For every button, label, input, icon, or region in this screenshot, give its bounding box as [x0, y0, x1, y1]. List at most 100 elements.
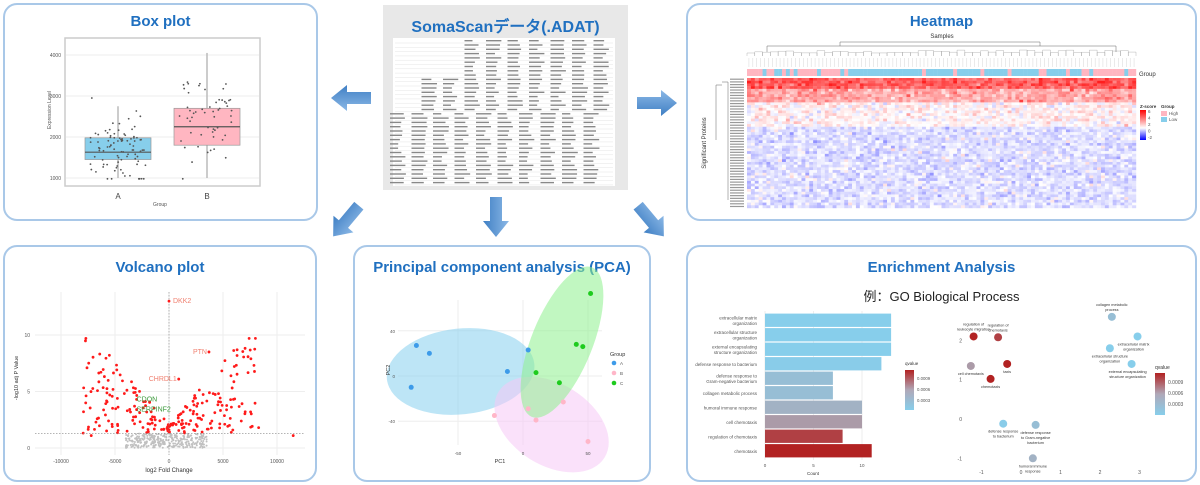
adat-cell	[486, 52, 495, 55]
heatmap-cell	[887, 86, 892, 90]
heatmap-cell	[894, 110, 899, 114]
heatmap-cell	[1073, 113, 1078, 117]
heatmap-cell	[1112, 164, 1117, 168]
heatmap-cell	[972, 107, 977, 111]
heatmap-cell	[813, 180, 818, 184]
heatmap-cell	[1027, 143, 1032, 146]
heatmap-cell	[844, 129, 849, 133]
volcano-title: Volcano plot	[115, 259, 205, 276]
heatmap-cell	[867, 105, 872, 108]
heatmap-cell	[953, 145, 958, 149]
heatmap-cell	[855, 159, 861, 163]
heatmap-cell	[778, 78, 783, 81]
heatmap-cell	[852, 186, 857, 190]
heatmap-cell	[762, 189, 767, 192]
heatmap-cell	[957, 186, 962, 190]
heatmap-cell	[992, 178, 997, 182]
heatmap-cell	[949, 164, 954, 168]
heatmap-cell	[1100, 88, 1106, 92]
heatmap-cell	[778, 105, 783, 108]
heatmap-cell	[859, 129, 864, 133]
heatmap-cell	[925, 156, 931, 160]
heatmap-cell	[774, 186, 779, 190]
heatmap-cell	[762, 178, 767, 182]
heatmap-cell	[1108, 91, 1113, 95]
heatmap-cell	[1120, 175, 1125, 179]
heatmap-cell	[976, 124, 981, 127]
heatmap-cell	[968, 175, 973, 179]
heatmap-cell	[762, 102, 767, 106]
heatmap-cell	[1085, 170, 1090, 173]
jitter-point	[129, 143, 131, 146]
heatmap-cell	[968, 156, 973, 160]
heatmap-cell	[1108, 156, 1113, 160]
heatmap-cell	[1116, 80, 1121, 84]
heatmap-cell	[949, 113, 954, 117]
heatmap-cell	[770, 115, 775, 119]
heatmap-cell	[894, 148, 899, 152]
heatmap-cell	[801, 180, 806, 184]
heatmap-cell	[1030, 107, 1036, 111]
heatmap-cell	[805, 186, 810, 190]
heatmap-cell	[1085, 183, 1090, 187]
heatmap-cell	[1081, 143, 1086, 146]
heatmap-cell	[1030, 170, 1036, 173]
heatmap-cell	[1034, 78, 1039, 81]
heatmap-cell	[840, 172, 845, 176]
heatmap-cell	[960, 151, 966, 155]
heatmap-cell	[925, 78, 931, 81]
heatmap-cell	[852, 105, 857, 108]
heatmap-cell	[867, 151, 872, 155]
heatmap-cell	[813, 124, 818, 127]
heatmap-cell	[852, 180, 857, 184]
heatmap-cell	[988, 78, 993, 81]
heatmap-cell	[1100, 86, 1106, 90]
heatmap-cell	[1050, 78, 1055, 81]
heatmap-cell	[1100, 167, 1106, 171]
heatmap-cell	[859, 143, 864, 146]
heatmap-cell	[898, 164, 903, 168]
heatmap-cell	[875, 118, 880, 122]
heatmap-cell	[995, 189, 1001, 192]
heatmap-cell	[766, 94, 771, 98]
adat-cell	[572, 74, 585, 76]
heatmap-cell	[813, 170, 818, 173]
heatmap-cell	[1116, 167, 1121, 171]
adat-cell	[540, 164, 554, 167]
heatmap-cell	[925, 107, 931, 111]
heatmap-cell	[988, 129, 993, 133]
heatmap-cell	[890, 115, 896, 119]
x-axis-label: Group	[153, 202, 167, 208]
heatmap-cell	[1073, 143, 1078, 146]
heatmap-cell	[1108, 161, 1113, 165]
heatmap-cell	[789, 118, 794, 122]
heatmap-cell	[999, 170, 1004, 173]
adat-cell	[507, 44, 520, 46]
adat-cell	[443, 91, 453, 93]
heatmap-cell	[1089, 78, 1094, 81]
heatmap-cell	[824, 159, 829, 163]
heatmap-cell	[1132, 140, 1137, 144]
heatmap-cell	[1128, 137, 1133, 141]
heatmap-cell	[836, 153, 841, 157]
heatmap-cell	[1073, 80, 1078, 84]
jitter-point	[144, 164, 147, 167]
heatmap-cell	[957, 161, 962, 165]
heatmap-cell	[898, 140, 903, 144]
heatmap-cell	[747, 124, 752, 127]
heatmap-cell	[1108, 105, 1113, 108]
heatmap-cell	[933, 86, 938, 90]
heatmap-cell	[793, 86, 798, 90]
heatmap-cell	[1085, 156, 1090, 160]
adat-cell	[550, 104, 566, 106]
heatmap-cell	[820, 180, 825, 184]
jitter-point	[189, 131, 192, 134]
heatmap-cell	[902, 94, 907, 98]
heatmap-cell	[1050, 107, 1055, 111]
heatmap-cell	[1023, 175, 1028, 179]
heatmap-cell	[1128, 129, 1133, 133]
adat-cell	[464, 70, 473, 72]
heatmap-cell	[1097, 124, 1102, 127]
heatmap-cell	[844, 172, 849, 176]
